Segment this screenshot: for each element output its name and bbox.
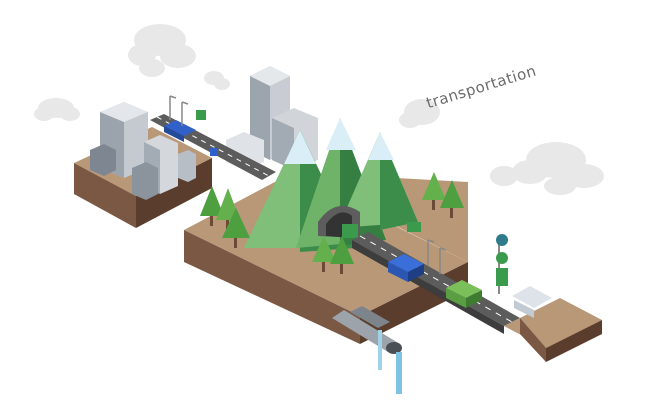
trees bbox=[200, 172, 568, 330]
water-stream bbox=[378, 330, 402, 394]
bus-icon bbox=[388, 254, 424, 282]
tunnel-icon bbox=[318, 205, 360, 238]
bus-stop-plateau bbox=[504, 286, 602, 362]
bus-stop-sign-icon bbox=[407, 222, 508, 294]
cloud-icon bbox=[34, 98, 80, 121]
street-lamps bbox=[169, 95, 447, 274]
pipe-icon bbox=[332, 306, 402, 354]
bus-stop-sign-icon bbox=[196, 110, 218, 156]
city-buildings bbox=[90, 102, 196, 200]
cloud-icon bbox=[490, 142, 604, 195]
cloud-icon bbox=[128, 24, 196, 77]
bus-icon bbox=[446, 280, 482, 308]
bus-icon bbox=[164, 120, 196, 142]
cloud-icon bbox=[204, 71, 230, 90]
cloud-icon bbox=[399, 99, 440, 128]
